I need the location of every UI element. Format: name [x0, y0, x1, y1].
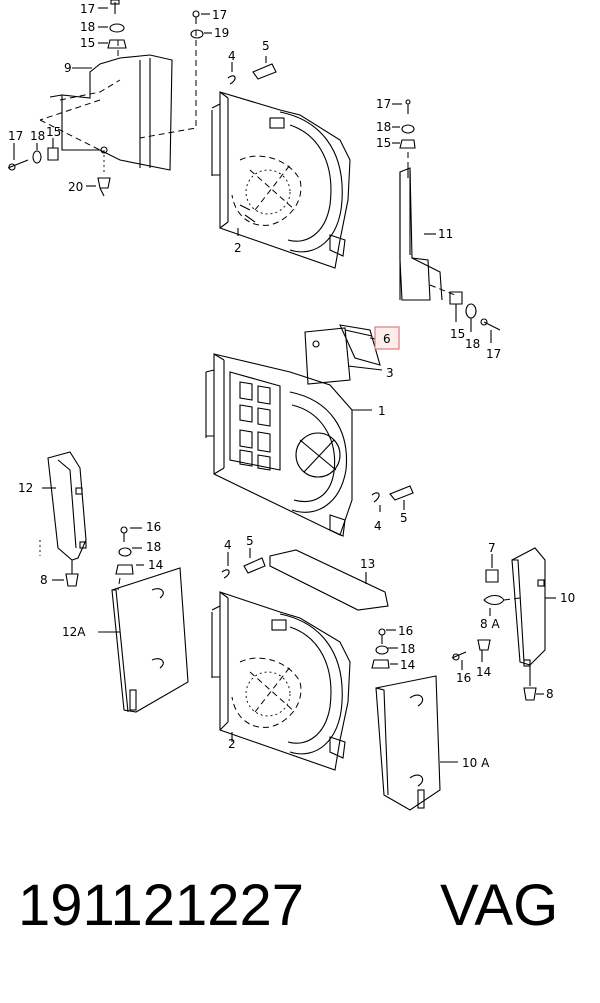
callout-14: 14 [148, 558, 163, 572]
brand-name: VAG [440, 873, 559, 938]
callout-4: 4 [374, 519, 382, 533]
callout-5: 5 [246, 534, 254, 548]
callout-16: 16 [146, 520, 161, 534]
callout-4: 4 [224, 538, 232, 552]
callout-2: 2 [228, 737, 236, 751]
callout-18: 18 [465, 337, 480, 351]
callout-3: 3 [386, 366, 394, 380]
callout-13: 13 [360, 557, 375, 571]
highlight-box [374, 326, 400, 350]
callout-9: 9 [64, 61, 72, 75]
callout-17: 17 [376, 97, 391, 111]
fan-cowling-lower-2 [211, 548, 351, 771]
callout-1: 1 [378, 404, 386, 418]
callout-11: 11 [438, 227, 453, 241]
fastener-group-top-left [98, 0, 212, 49]
callout-12A: 12A [62, 625, 86, 639]
callout-18: 18 [30, 129, 45, 143]
callout-12: 12 [18, 481, 33, 495]
cooling-frame-1 [205, 353, 414, 537]
callout-17: 17 [486, 347, 501, 361]
callout-18: 18 [146, 540, 161, 554]
part-number: 191121227 [18, 873, 305, 938]
sealing-strip-13 [269, 549, 389, 611]
side-shield-10 [451, 547, 556, 701]
callout-8: 8 [546, 687, 554, 701]
callout-5: 5 [400, 511, 408, 525]
callout-6: 6 [383, 332, 391, 346]
callout-17: 17 [80, 2, 95, 16]
callout-16: 16 [398, 624, 413, 638]
callout-5: 5 [262, 39, 270, 53]
callout-7: 7 [488, 541, 496, 555]
callout-2: 2 [234, 241, 242, 255]
callout-18: 18 [80, 20, 95, 34]
callout-18: 18 [376, 120, 391, 134]
deflector-plate-9 [7, 30, 197, 197]
callout-14: 14 [400, 658, 415, 672]
callout-15: 15 [376, 136, 391, 150]
callout-15: 15 [80, 36, 95, 50]
callout-8A: 8 A [480, 617, 500, 631]
callout-10: 10 [560, 591, 575, 605]
side-shield-10A [371, 628, 458, 811]
callout-16: 16 [456, 671, 471, 685]
callout-19: 19 [214, 26, 229, 40]
callout-18: 18 [400, 642, 415, 656]
callout-4: 4 [228, 49, 236, 63]
callout-15: 15 [450, 327, 465, 341]
callout-labels: 17 18 15 17 19 9 4 5 17 18 15 20 2 17 18… [8, 2, 575, 770]
exploded-parts-diagram: 17 18 15 17 19 9 4 5 17 18 15 20 2 17 18… [7, 0, 575, 811]
gasket-3-and-bracket-6 [304, 324, 400, 385]
callout-17: 17 [212, 8, 227, 22]
callout-20: 20 [68, 180, 83, 194]
callout-14: 14 [476, 665, 491, 679]
fan-cowling-upper-2 [211, 56, 351, 269]
callout-8: 8 [40, 573, 48, 587]
side-shield-11 [392, 99, 501, 343]
callout-10A: 10 A [462, 756, 490, 770]
callout-17: 17 [8, 129, 23, 143]
side-shield-12 [39, 451, 87, 587]
side-shield-12A [98, 526, 189, 713]
callout-15: 15 [46, 125, 61, 139]
